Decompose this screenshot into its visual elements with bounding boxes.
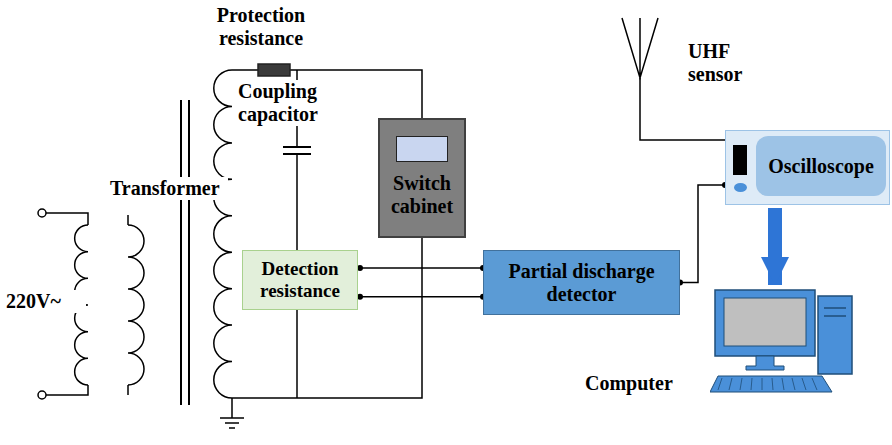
transformer-core [181, 100, 189, 405]
keyboard-key [792, 378, 795, 390]
node-text: Oscilloscope [756, 136, 886, 196]
computer-illustration [710, 288, 855, 396]
signal-wire [360, 296, 483, 298]
voltage-label: 220V~ [6, 290, 86, 313]
computer-tower [818, 296, 852, 374]
input-terminal [38, 391, 46, 399]
component-label: Protection resistance [196, 4, 326, 50]
computer-icon: Computer [585, 288, 840, 400]
node-text: Computer [585, 372, 673, 395]
oscilloscope-device: Oscilloscope [725, 130, 890, 205]
keyboard [710, 376, 832, 392]
antenna-wire [640, 78, 725, 140]
signal-wire [360, 267, 483, 269]
keyboard-key [782, 378, 784, 390]
keyboard-key [718, 378, 722, 390]
keyboard-key [751, 378, 752, 390]
keyboard-key [772, 378, 773, 390]
keyboard-key [762, 378, 763, 390]
antenna-symbol [622, 18, 658, 78]
capacitor-symbol [283, 147, 311, 154]
coil-lead [127, 215, 129, 395]
keyboard-key [740, 378, 742, 390]
component-label: Transformer [110, 177, 228, 200]
data-flow-arrow [768, 208, 782, 285]
keyboard-key [802, 378, 806, 390]
resistor-symbol [258, 64, 290, 76]
detector-box: Partial discharge detector [483, 250, 680, 315]
component-label: Coupling capacitor [238, 80, 338, 126]
ground-wire [296, 310, 298, 398]
keyboard-key [812, 378, 817, 390]
coil-winding [128, 225, 144, 385]
monitor-stand [746, 356, 784, 370]
node-text: Switch cabinet [384, 172, 460, 218]
ground-symbol [220, 398, 244, 428]
node-text: Detection resistance [249, 258, 351, 302]
detection-resistance-box: Detection resistance [242, 250, 358, 310]
monitor-screen [724, 298, 806, 346]
sensor-label: UHF sensor [688, 40, 768, 86]
cabinet-window [396, 136, 448, 162]
input-terminal [38, 209, 46, 217]
tower-slot [824, 308, 846, 316]
coil-winding [214, 70, 232, 398]
ground-bus [232, 238, 422, 398]
scope-knob [734, 183, 747, 192]
switch-cabinet: Switch cabinet [378, 118, 466, 238]
keyboard-key [729, 378, 732, 390]
monitor [715, 290, 815, 356]
transformer-coils [75, 70, 232, 398]
scope-display [733, 145, 747, 175]
signal-wire [680, 185, 725, 283]
input-wire [46, 385, 88, 395]
node-text: Partial discharge detector [492, 260, 671, 306]
input-wire [46, 213, 88, 225]
